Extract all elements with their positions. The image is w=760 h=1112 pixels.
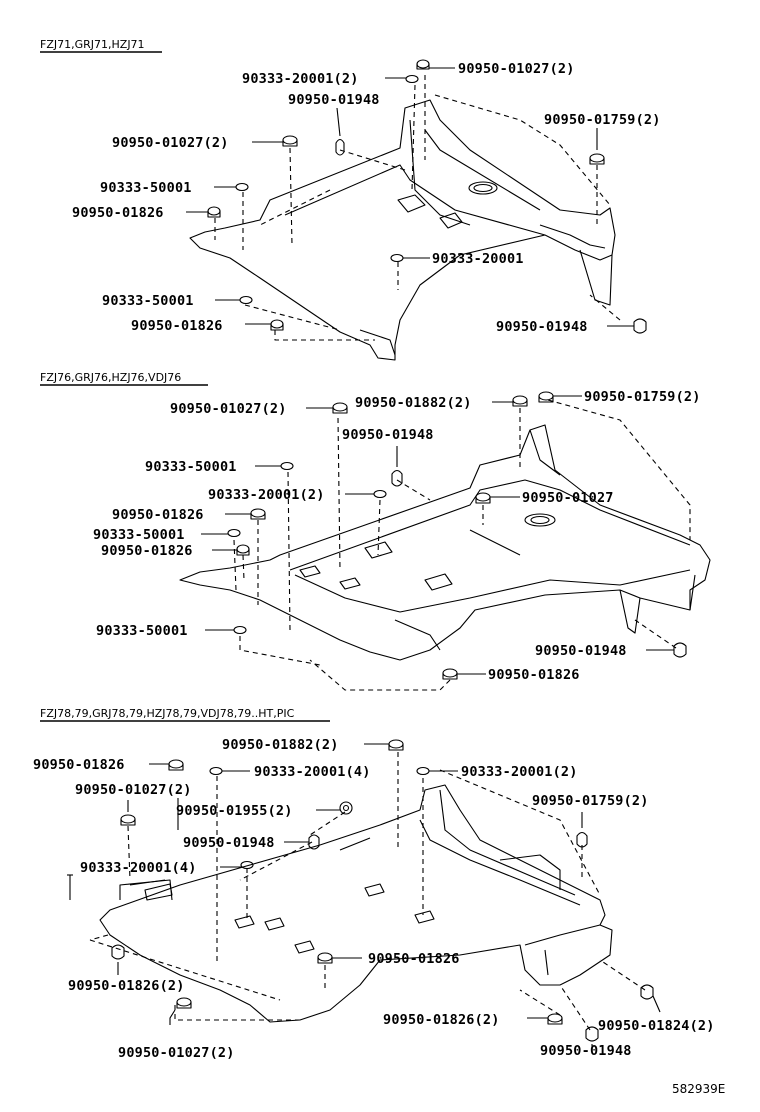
part-label: 90333-50001 [102, 293, 194, 309]
part-label: 90950-01948 [540, 1043, 632, 1059]
part-label: 90950-01759(2) [544, 112, 661, 128]
part-label: 90333-50001 [145, 459, 237, 475]
part-label: 90333-20001(4) [254, 764, 371, 780]
part-label: 90950-01759(2) [532, 793, 649, 809]
section-1-drawing [186, 59, 647, 361]
part-label: 90950-01948 [342, 427, 434, 443]
part-label: 90950-01948 [535, 643, 627, 659]
part-label: 90950-01826(2) [68, 978, 185, 994]
part-label: 90950-01826 [131, 318, 223, 334]
section-1-title: FZJ71,GRJ71,HZJ71 [40, 38, 145, 51]
part-label: 90950-01824(2) [598, 1018, 715, 1034]
section-3-title: FZJ78,79,GRJ78,79,HZJ78,79,VDJ78,79..HT,… [40, 707, 295, 720]
part-label: 90333-20001(2) [242, 71, 359, 87]
part-label: 90950-01826 [368, 951, 460, 967]
diagram-code: 582939E [672, 1082, 725, 1096]
part-label: 90333-20001 [432, 251, 524, 267]
part-label: 90950-01882(2) [355, 395, 472, 411]
part-label: 90333-50001 [100, 180, 192, 196]
part-label: 90950-01826 [488, 667, 580, 683]
part-label: 90950-01948 [183, 835, 275, 851]
part-label: 90950-01027(2) [75, 782, 192, 798]
part-label: 90950-01027(2) [112, 135, 229, 151]
section-3-drawing [67, 739, 661, 1050]
part-label: 90950-01826 [72, 205, 164, 221]
part-label: 90333-20001(2) [461, 764, 578, 780]
part-label: 90950-01027(2) [458, 61, 575, 77]
part-label: 90950-01948 [288, 92, 380, 108]
part-label: 90950-01027(2) [170, 401, 287, 417]
part-label: 90950-01948 [496, 319, 588, 335]
part-label: 90950-01826 [33, 757, 125, 773]
part-label: 90950-01027(2) [118, 1045, 235, 1061]
part-label: 90950-01826 [112, 507, 204, 523]
part-label: 90333-50001 [96, 623, 188, 639]
part-label: 90333-20001(4) [80, 860, 197, 876]
part-label: 90950-01759(2) [584, 389, 701, 405]
part-label: 90950-01826 [101, 543, 193, 559]
part-label: 90950-01826(2) [383, 1012, 500, 1028]
section-2-drawing [179, 391, 711, 691]
part-label: 90950-01955(2) [176, 803, 293, 819]
part-label: 90950-01882(2) [222, 737, 339, 753]
section-2-title: FZJ76,GRJ76,HZJ76,VDJ76 [40, 371, 181, 384]
part-label: 90333-20001(2) [208, 487, 325, 503]
part-label: 90333-50001 [93, 527, 185, 543]
part-label: 90950-01027 [522, 490, 614, 506]
